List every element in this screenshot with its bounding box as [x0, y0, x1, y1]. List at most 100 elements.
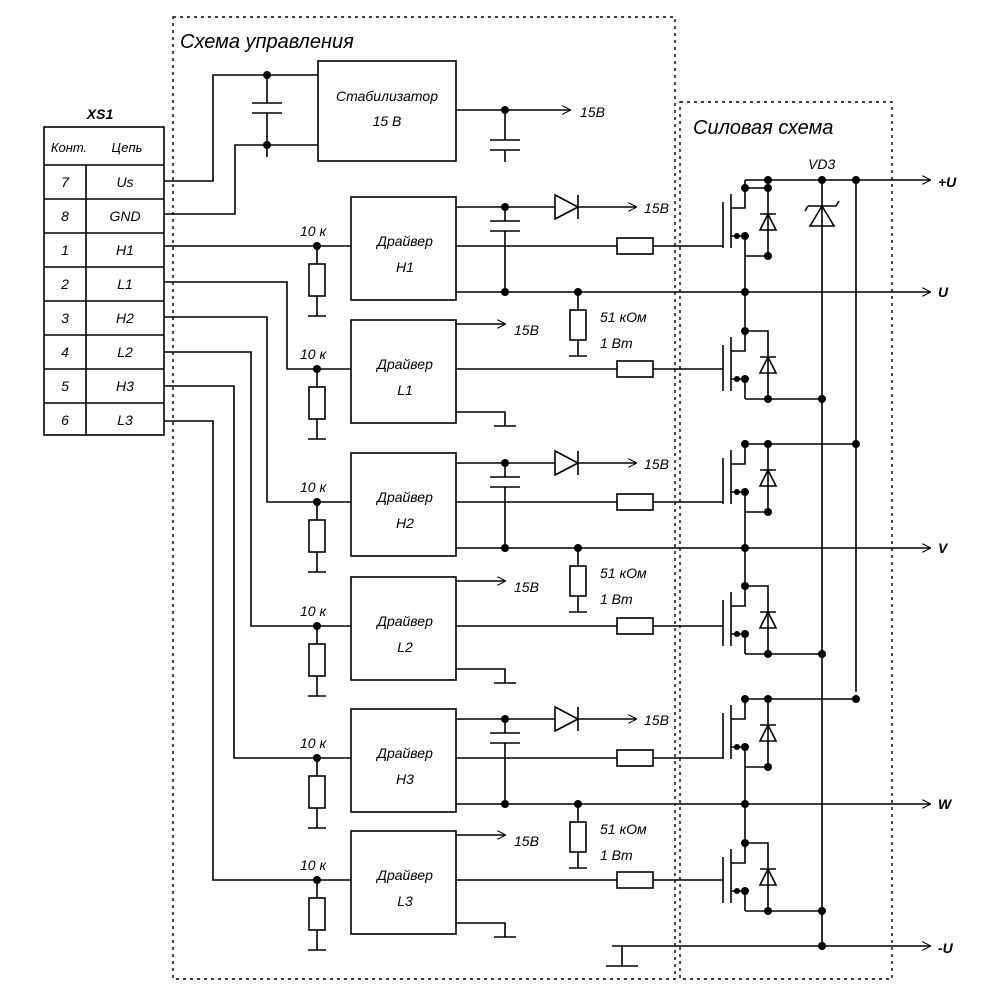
driver-ground-l2: [456, 668, 516, 684]
freewheel-diode-h3: [758, 723, 778, 742]
shunt-label-1-h2: 51 кОм: [600, 565, 647, 581]
freewheel-diode-l1: [758, 355, 778, 374]
freewheel-diode-l3: [758, 867, 778, 886]
bootstrap-diode-h2: [554, 449, 580, 477]
pulldown-resistor-l1: [308, 386, 326, 420]
resistor-label-l3: 10 к: [300, 857, 327, 873]
driver-h1-box: [350, 196, 457, 301]
shunt-resistor-h2: [569, 565, 587, 597]
connector-pin-4: 4: [61, 344, 69, 360]
bootstrap-cap-h3: [490, 719, 520, 804]
connector-pin-3: 3: [61, 310, 69, 326]
pulldown-resistor-h3: [308, 775, 326, 809]
shunt-resistor-h3: [569, 821, 587, 853]
freewheel-diode-h1: [758, 212, 778, 231]
connector-net-h2: H2: [116, 310, 134, 326]
output-w: W: [938, 796, 953, 812]
driver-l3-title: Драйвер: [375, 867, 433, 883]
power-rails: VD3 +U U V W -U: [606, 156, 957, 967]
driver-h1-title: Драйвер: [375, 233, 433, 249]
driver-supply-l2: 15В: [514, 579, 539, 595]
gate-resistor-h3: [616, 749, 654, 767]
connector-name: XS1: [86, 106, 114, 122]
driver-h2-title: Драйвер: [375, 489, 433, 505]
driver-ground-l1: [456, 411, 516, 427]
pulldown-resistor-h1: [308, 263, 326, 297]
resistor-label-l2: 10 к: [300, 603, 327, 619]
resistor-label-h1: 10 к: [300, 223, 327, 239]
shunt-label-2-h2: 1 Вт: [600, 591, 633, 607]
driver-h3-title: Драйвер: [375, 745, 433, 761]
pulldown-resistor-l2: [308, 643, 326, 677]
bootstrap-supply-h1: 15В: [644, 200, 669, 216]
driver-h3-box: [350, 708, 457, 813]
igbt-h3: [722, 695, 860, 843]
igbt-l2: [722, 582, 826, 658]
connector-pin-6: 6: [61, 412, 69, 428]
output-u: U: [938, 284, 949, 300]
driver-h2-box: [350, 452, 457, 557]
connector-pin-8: 8: [61, 208, 69, 224]
driver-l2-title: Драйвер: [375, 613, 433, 629]
stabilizer-label-1: Стабилизатор: [336, 88, 438, 104]
driver-l2-name: L2: [397, 639, 413, 655]
driver-h3-input-wire: [164, 385, 351, 759]
driver-supply-l3: 15В: [514, 833, 539, 849]
driver-h2-name: H2: [396, 515, 414, 531]
bootstrap-supply-h2: 15В: [644, 456, 669, 472]
resistor-label-h3: 10 к: [300, 735, 327, 751]
connector-header-contact: Конт.: [51, 140, 87, 155]
connector-net-h3: H3: [116, 378, 134, 394]
driver-h3-name: H3: [396, 771, 414, 787]
igbt-l3: [722, 839, 826, 915]
gate-resistor-l3: [616, 871, 654, 889]
control-section-frame: [172, 16, 676, 980]
driver-l2-input-wire: [164, 351, 351, 627]
stabilizer-output-label: 15В: [580, 104, 605, 120]
bootstrap-diode-h3: [554, 705, 580, 733]
connector-net-l2: L2: [117, 344, 133, 360]
driver-l1-name: L1: [397, 382, 413, 398]
power-section-frame: [679, 101, 893, 980]
connector-pin-5: 5: [61, 378, 69, 394]
driver-l3-box: [350, 830, 457, 935]
control-section-title: Схема управления: [180, 31, 354, 53]
connector-header-net: Цепь: [112, 140, 143, 155]
shunt-label-1-h3: 51 кОм: [600, 821, 647, 837]
connector-net-l1: L1: [117, 276, 133, 292]
connector-pin-7: 7: [61, 174, 70, 190]
gate-resistor-h2: [616, 493, 654, 511]
connector-pin-1: 1: [61, 242, 69, 258]
resistor-label-l1: 10 к: [300, 346, 327, 362]
driver-l1-box: [350, 319, 457, 424]
output-v: V: [938, 540, 949, 556]
connector-net-gnd: GND: [109, 208, 140, 224]
bootstrap-cap-h1: [490, 207, 520, 292]
driver-h1-name: H1: [396, 259, 414, 275]
connector-pin-2: 2: [60, 276, 69, 292]
driver-supply-l1: 15В: [514, 322, 539, 338]
driver-l2-box: [350, 576, 457, 681]
output-plus-u: +U: [938, 174, 957, 190]
freewheel-diode-l2: [758, 610, 778, 629]
power-section-title: Силовая схема: [693, 117, 833, 139]
bootstrap-diode-h1: [554, 193, 580, 221]
igbt-h2: [722, 440, 860, 586]
shunt-label-1-h1: 51 кОм: [600, 309, 647, 325]
gate-resistor-l1: [616, 360, 654, 378]
connector-net-l3: L3: [117, 412, 133, 428]
shunt-label-2-h3: 1 Вт: [600, 847, 633, 863]
connector-net-h1: H1: [116, 242, 134, 258]
shunt-label-2-h1: 1 Вт: [600, 335, 633, 351]
bootstrap-cap-h2: [490, 463, 520, 548]
output-minus-u: -U: [938, 940, 954, 956]
driver-ground-l3: [456, 922, 516, 938]
resistor-label-h2: 10 к: [300, 479, 327, 495]
